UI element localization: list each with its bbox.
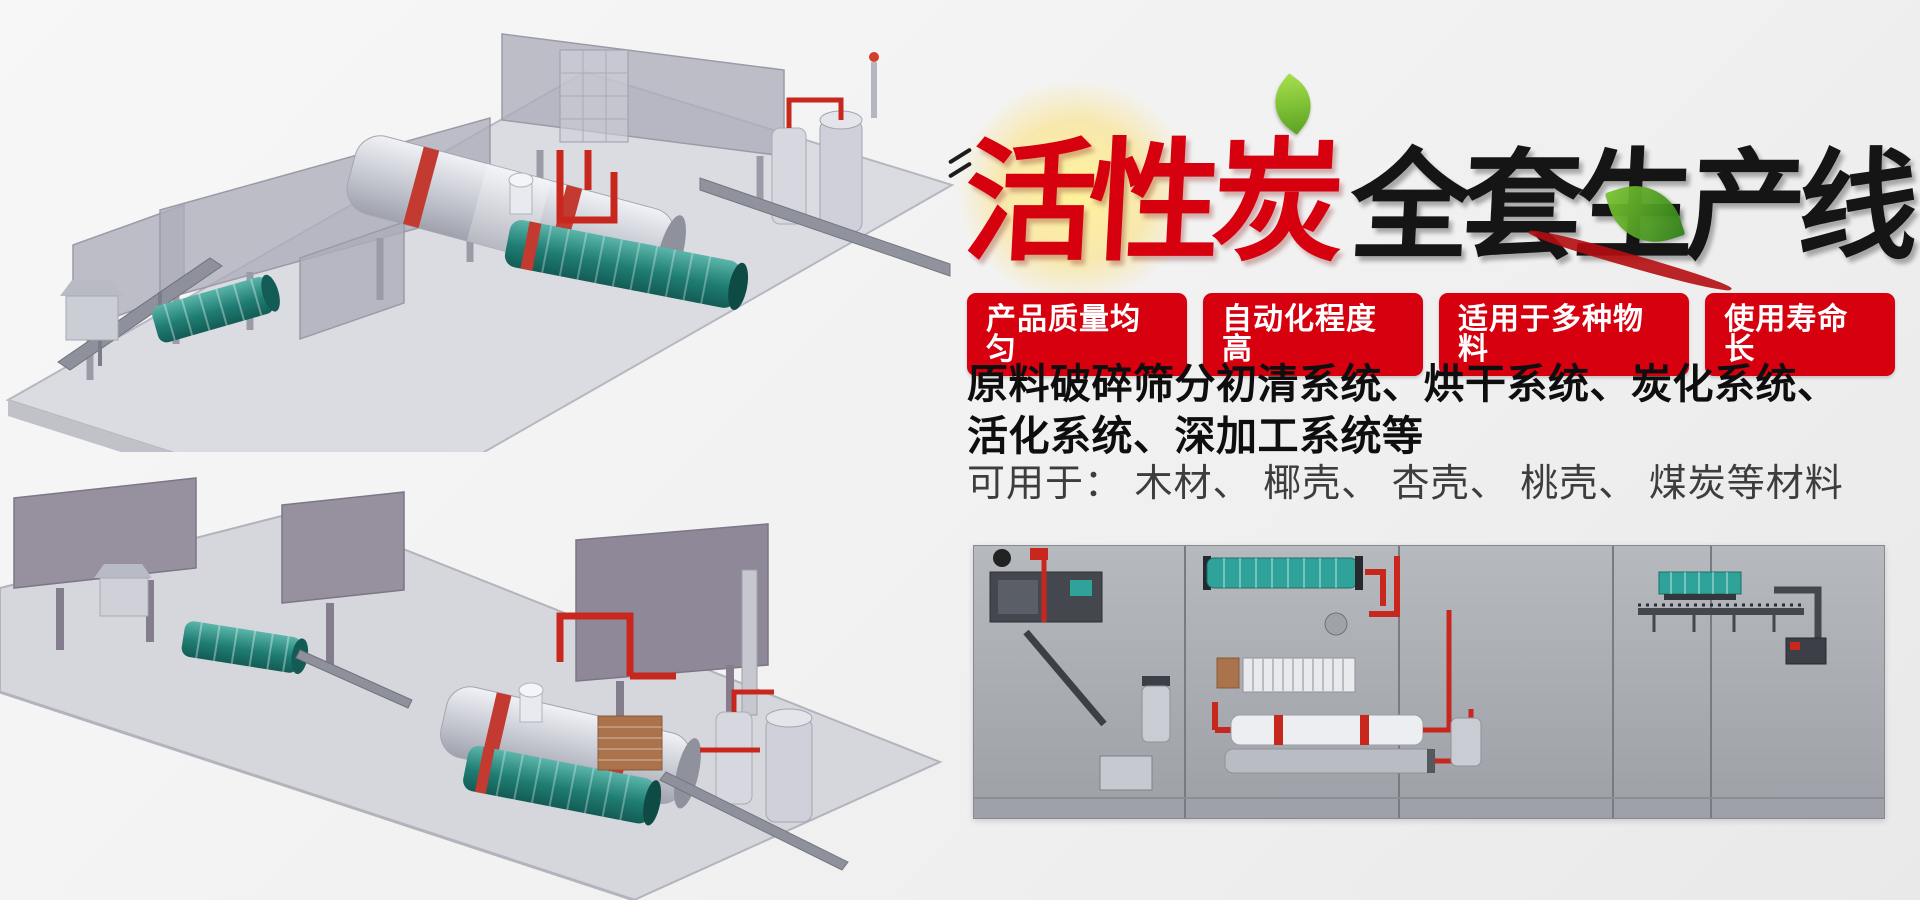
support-tower — [559, 49, 629, 143]
tank-cluster — [771, 52, 879, 233]
incline-conveyor — [1023, 629, 1107, 727]
cooler-radiator — [1216, 657, 1356, 693]
badge-quality: 产品质量均匀 — [967, 293, 1187, 376]
screen-walls — [13, 477, 769, 682]
badge-materials: 适用于多种物料 — [1439, 293, 1690, 376]
red-piping — [556, 150, 618, 224]
production-line-diagram — [973, 545, 1885, 819]
production-line-render-bottom — [0, 450, 945, 900]
production-line-render-bottom-svg — [0, 477, 943, 900]
crusher-hopper — [60, 280, 124, 341]
control-box — [1099, 755, 1153, 791]
activation-drum — [463, 745, 662, 826]
badge-lifespan: 使用寿命长 — [1705, 293, 1895, 376]
dome-tank — [508, 172, 534, 215]
system-description-line1: 原料破碎筛分初清系统、烘干系统、炭化系统、 — [967, 361, 1839, 407]
dome-tank — [518, 682, 544, 723]
feature-badges: 产品质量均匀 自动化程度高 适用于多种物料 使用寿命长 — [967, 293, 1895, 376]
crusher-hopper — [94, 564, 152, 617]
packing-section — [1638, 571, 1827, 665]
carbonization-furnace — [1212, 702, 1436, 774]
main-title: 活性炭全套生产线 — [910, 36, 1914, 346]
system-description: 原料破碎筛分初清系统、烘干系统、炭化系统、 活化系统、深加工系统等 — [967, 358, 1839, 463]
buffer-tank — [1141, 676, 1171, 743]
cyclone-piping — [1369, 556, 1400, 617]
red-piping — [556, 612, 676, 680]
feeder-unit — [989, 548, 1103, 623]
badge-automation: 自动化程度高 — [1203, 293, 1423, 376]
brick-kiln — [597, 715, 663, 771]
activation-drum — [504, 220, 749, 311]
dryer-drum — [1203, 556, 1386, 606]
tank-cluster — [700, 569, 813, 823]
screening-drum — [152, 274, 280, 343]
discharge-conveyor — [659, 771, 849, 871]
production-line-diagram-svg — [974, 546, 1884, 818]
hero-content: 活性炭全套生产线 产品质量均匀 自动化程度高 适用于多种物料 使用寿命长 原料破… — [910, 0, 1914, 900]
side-tank — [1450, 717, 1482, 767]
transfer-conveyor — [295, 649, 413, 709]
production-line-render-top — [0, 0, 958, 452]
system-description-line2: 活化系统、深加工系统等 — [967, 413, 1424, 460]
fan — [1324, 612, 1348, 636]
production-line-render-top-svg — [5, 33, 955, 452]
usage-line: 可用于： 木材、 椰壳、 杏壳、 桃壳、 煤炭等材料 — [967, 463, 1844, 505]
